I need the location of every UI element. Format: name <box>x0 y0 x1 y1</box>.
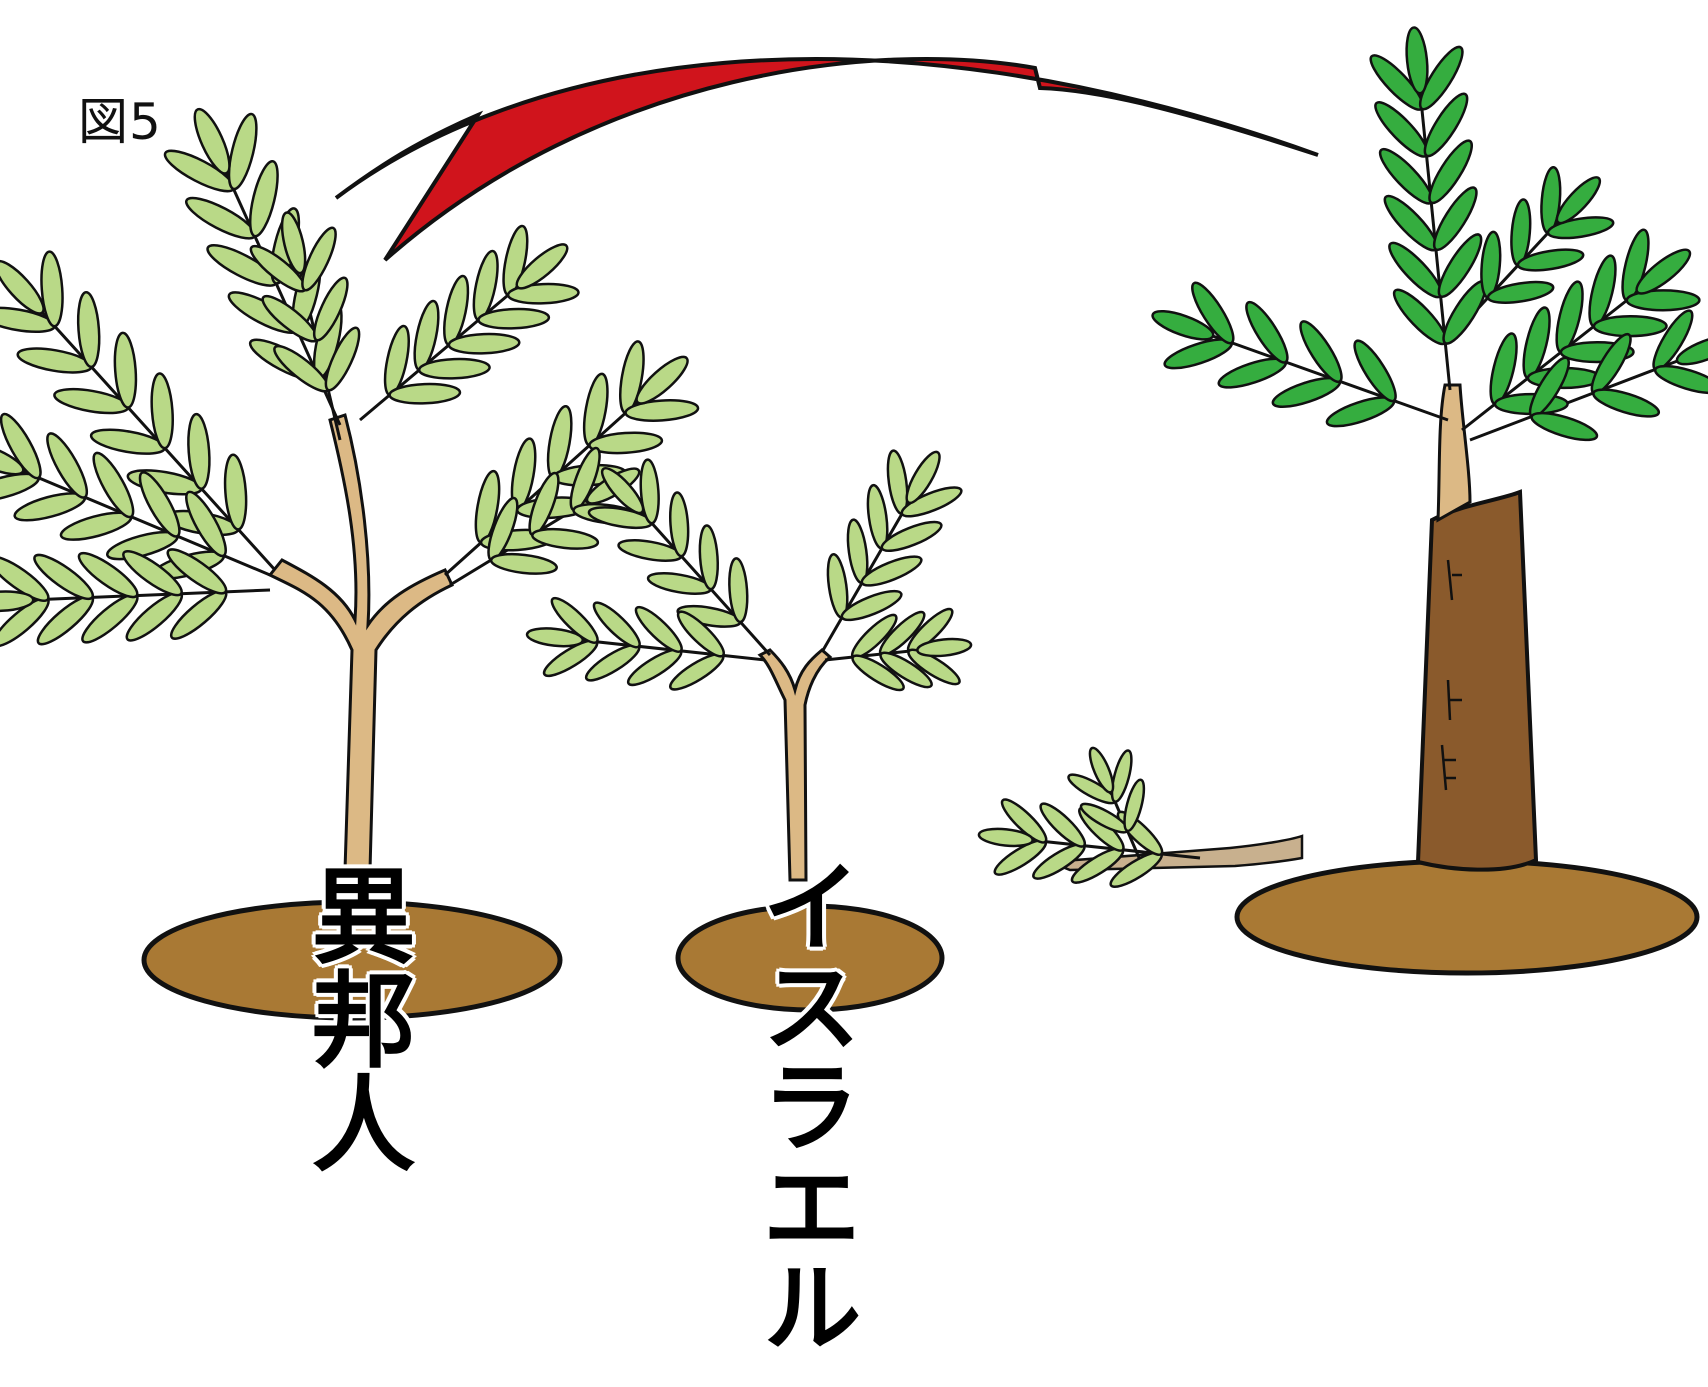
graft-scion <box>1438 385 1470 520</box>
leaf-icon <box>490 551 558 577</box>
leaf-icon <box>1653 361 1708 399</box>
israel-label: イスラエル <box>750 855 854 1355</box>
gentiles-label: 異邦人 <box>300 862 408 1174</box>
leaf-icon <box>1591 384 1662 422</box>
leaf-icon <box>531 526 599 552</box>
soil-right <box>1237 861 1697 973</box>
trunk-mid <box>760 650 830 880</box>
leaf-icon <box>1529 408 1600 446</box>
cut-branch <box>978 745 1302 892</box>
leaf-icon <box>245 159 284 239</box>
graft-arrow <box>336 59 1318 260</box>
leaf-icon <box>223 112 262 192</box>
grafted-tree <box>1150 27 1708 973</box>
leaf-icon <box>1594 316 1667 336</box>
trunk-right-stump <box>1418 492 1536 870</box>
trunk-left <box>270 415 452 870</box>
